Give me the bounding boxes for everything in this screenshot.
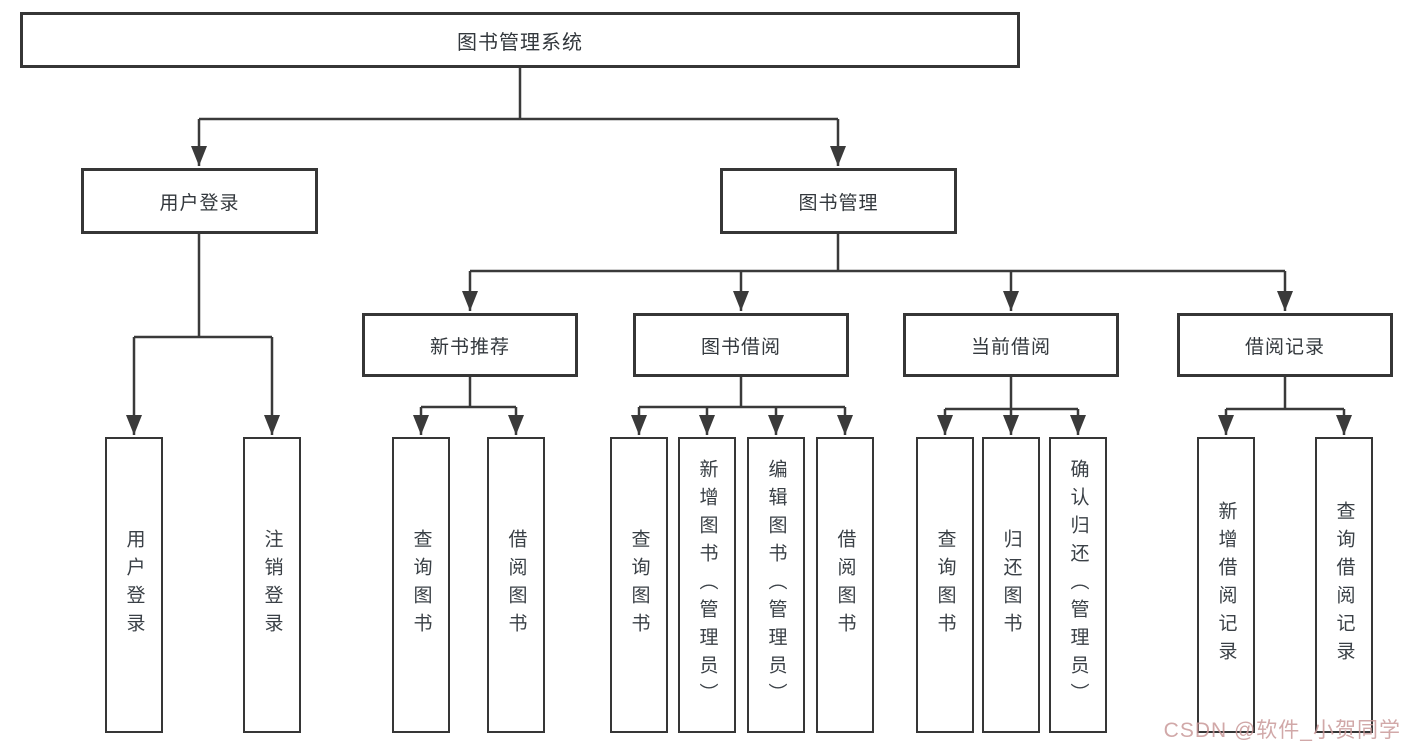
node-book-borrow: 图书借阅 — [633, 313, 849, 377]
leaf-current-confirm-return-admin: 确认归还（管理员） — [1049, 437, 1107, 733]
connector-arrows — [126, 119, 1352, 435]
leaf-newrec-borrow-books: 借阅图书 — [487, 437, 545, 733]
leaf-newrec-query-books: 查询图书 — [392, 437, 450, 733]
leaf-current-query-books: 查询图书 — [916, 437, 974, 733]
node-book-management: 图书管理 — [720, 168, 957, 234]
leaf-borrow-query-books: 查询图书 — [610, 437, 668, 733]
leaf-user-login: 用户登录 — [105, 437, 163, 733]
node-borrow-records: 借阅记录 — [1177, 313, 1393, 377]
leaf-records-add-borrow-record: 新增借阅记录 — [1197, 437, 1255, 733]
leaf-records-query-borrow-record: 查询借阅记录 — [1315, 437, 1373, 733]
leaf-borrow-add-books-admin: 新增图书（管理员） — [678, 437, 736, 733]
node-current-borrow: 当前借阅 — [903, 313, 1119, 377]
connector-spines — [134, 68, 1344, 411]
csdn-watermark: CSDN @软件_小贺同学 — [1163, 719, 1401, 742]
node-library-system: 图书管理系统 — [20, 12, 1020, 68]
node-user-login: 用户登录 — [81, 168, 318, 234]
leaf-current-return-books: 归还图书 — [982, 437, 1040, 733]
leaf-borrow-edit-books-admin: 编辑图书（管理员） — [747, 437, 805, 733]
leaf-borrow-borrow-books: 借阅图书 — [816, 437, 874, 733]
leaf-logout: 注销登录 — [243, 437, 301, 733]
node-new-book-recommend: 新书推荐 — [362, 313, 578, 377]
